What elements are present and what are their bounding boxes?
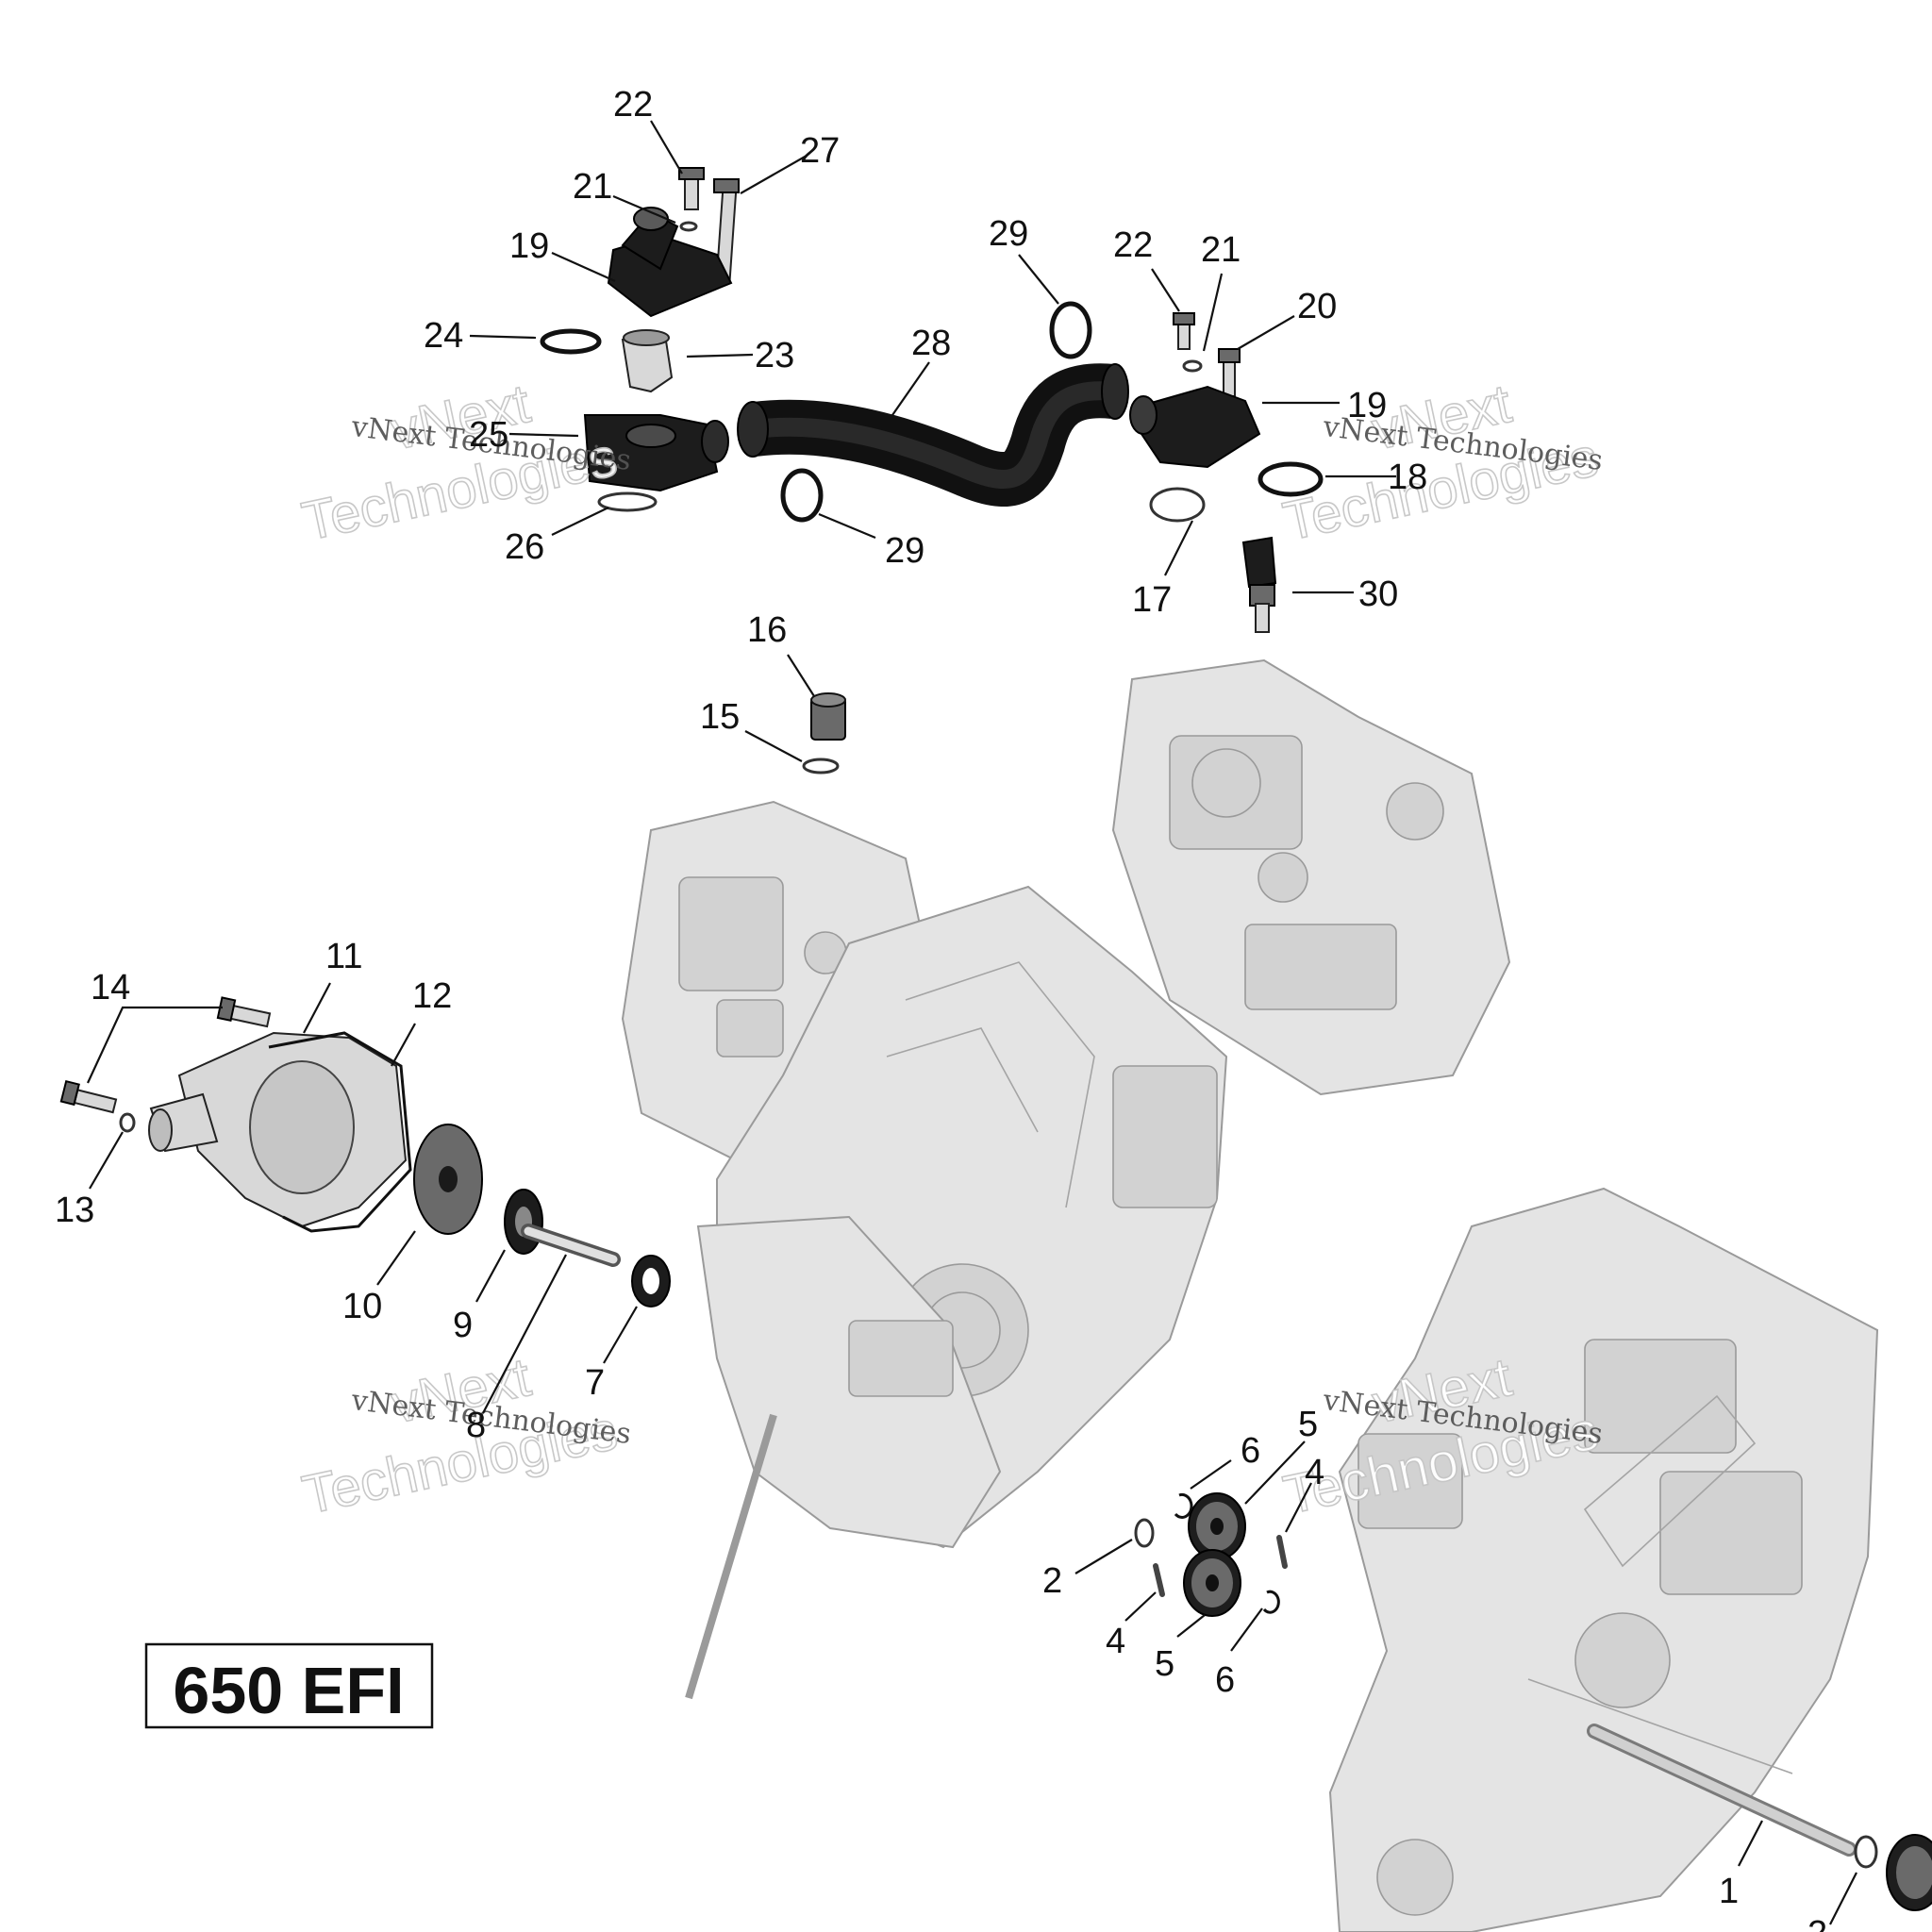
callout-labels: 22 27 21 19 24 23 25 26 28 29 29 22 21 2…	[55, 85, 1827, 1932]
o-ring-18	[1257, 461, 1324, 497]
washer-21-left	[679, 221, 698, 232]
callout-12: 12	[412, 976, 452, 1016]
gear-5-lower	[1183, 1549, 1241, 1617]
gear-lower-right	[1886, 1834, 1932, 1911]
bolt-22-right-head	[1173, 312, 1195, 325]
callout-22: 22	[613, 85, 653, 125]
callout-6: 6	[1215, 1660, 1235, 1700]
callout-14: 14	[91, 968, 130, 1008]
bolt-22-left-head	[678, 167, 705, 180]
hose-clamp-29-lower	[780, 468, 824, 523]
bolt-20	[1223, 358, 1236, 397]
callout-29: 29	[989, 214, 1028, 254]
callout-8: 8	[466, 1406, 486, 1445]
bolt-14-upper	[228, 1004, 272, 1028]
circlip-6-lower	[1262, 1590, 1280, 1614]
callout-7: 7	[585, 1363, 605, 1403]
callout-5: 5	[1298, 1405, 1318, 1444]
bolt-14-lower	[73, 1089, 118, 1114]
callout-29: 29	[885, 531, 924, 571]
callout-22: 22	[1113, 225, 1153, 265]
model-label-box	[144, 1642, 434, 1729]
washer-2-lower	[1854, 1835, 1878, 1869]
callout-16: 16	[747, 610, 787, 650]
callout-10: 10	[342, 1287, 382, 1326]
o-ring-26	[597, 491, 658, 512]
washer-2	[1134, 1518, 1155, 1548]
callout-23: 23	[755, 336, 794, 375]
model-label: 650 EFI	[144, 1642, 434, 1729]
washer-15	[802, 758, 840, 774]
gear-5-upper	[1188, 1492, 1246, 1560]
callout-15: 15	[700, 697, 740, 737]
bolt-22-left	[684, 175, 699, 210]
pin-4-left	[1153, 1563, 1165, 1597]
callout-1: 1	[1719, 1872, 1739, 1911]
callout-4: 4	[1106, 1622, 1125, 1661]
hose-clamp-29-upper	[1049, 301, 1092, 359]
callout-21: 21	[1201, 230, 1241, 270]
callout-5: 5	[1155, 1644, 1174, 1684]
thermostat-housing-25	[583, 414, 719, 492]
callout-30: 30	[1358, 575, 1398, 614]
watermark-top-right: vNext Technologies vNext Technologies	[1277, 372, 1605, 553]
bolt-27-head	[713, 178, 740, 193]
callout-11: 11	[325, 937, 362, 976]
callout-28: 28	[911, 324, 951, 363]
callout-21: 21	[573, 167, 612, 207]
washer-13	[119, 1112, 136, 1133]
circlip-6-upper	[1174, 1492, 1193, 1519]
callout-2: 2	[1042, 1561, 1062, 1601]
thermostat-cover-19-right	[1141, 385, 1261, 469]
cooling-parts	[59, 167, 1932, 1911]
callout-27: 27	[800, 131, 840, 171]
pin-4-right	[1276, 1535, 1288, 1569]
o-ring-24	[540, 328, 602, 355]
temp-sensor-30	[1241, 536, 1277, 589]
callout-19: 19	[509, 226, 549, 266]
callout-19: 19	[1347, 386, 1387, 425]
leader-lines	[87, 120, 1857, 1925]
callout-18: 18	[1388, 458, 1427, 497]
callout-4: 4	[1305, 1453, 1324, 1492]
gasket-17	[1149, 487, 1206, 523]
callout-24: 24	[424, 316, 463, 356]
callout-17: 17	[1132, 580, 1172, 620]
callout-2: 2	[1807, 1914, 1827, 1932]
callout-25: 25	[469, 415, 508, 455]
callout-13: 13	[55, 1191, 94, 1230]
callout-9: 9	[453, 1306, 473, 1345]
watermark-bottom-left: vNext Technologies vNext Technologies	[296, 1345, 632, 1526]
washer-21-right	[1182, 359, 1203, 373]
bolt-20-head	[1218, 348, 1241, 363]
model-label-text: 650 EFI	[173, 1654, 404, 1727]
engine-block	[621, 658, 1879, 1932]
callout-26: 26	[505, 527, 544, 567]
gasket-12	[268, 1031, 412, 1233]
watermark-top-left: vNext Technologies vNext Technologies	[296, 372, 633, 553]
callout-20: 20	[1297, 287, 1337, 326]
callout-6: 6	[1241, 1431, 1260, 1471]
